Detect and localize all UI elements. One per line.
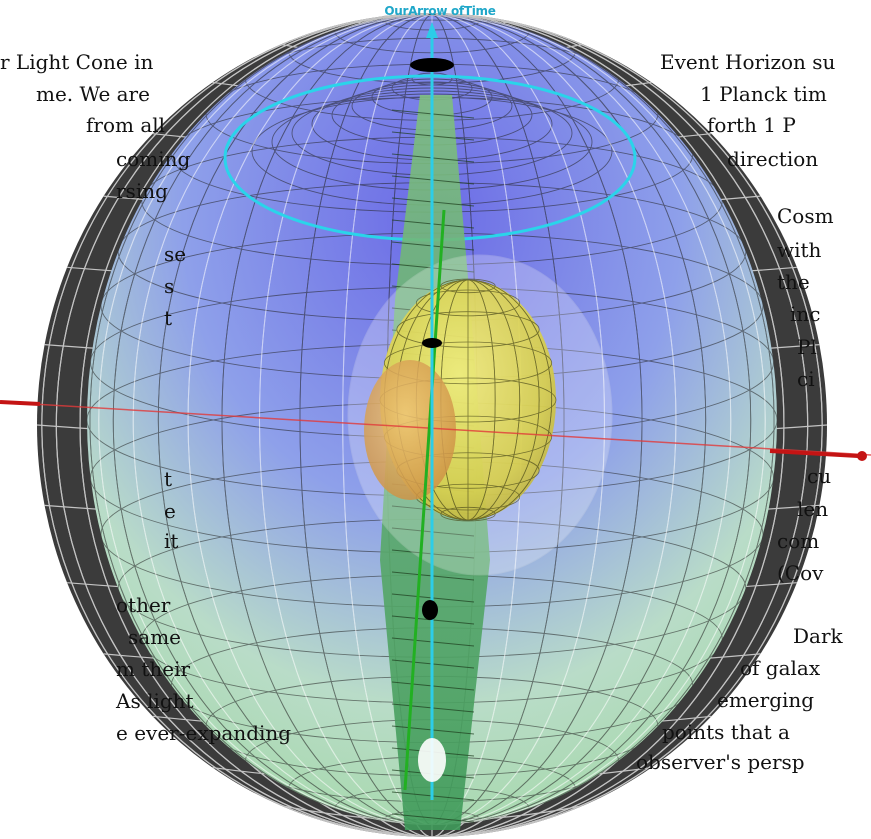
right-text-line-11: cu	[807, 464, 832, 488]
right-text-line-10: ci	[797, 367, 815, 391]
right-text-line-15: Dark	[793, 624, 843, 648]
right-text-line-3: forth 1 P	[707, 113, 796, 137]
green-axis	[403, 209, 446, 791]
right-text-line-7: the	[777, 270, 810, 294]
right-text-line-9: Pl	[797, 335, 817, 359]
core-pole	[422, 338, 442, 348]
right-text-line-17: emerging	[717, 688, 815, 712]
red-axis	[0, 401, 871, 456]
top-pole	[410, 58, 454, 72]
right-text-line-8: inc	[790, 302, 821, 326]
left-text-line-15: As light	[116, 689, 194, 713]
left-text-line-9: t	[164, 467, 173, 491]
right-text-line-4: direction	[727, 147, 819, 171]
left-text-line-7: s	[164, 274, 175, 298]
arrow-of-time-label: OurArrow ofTime	[384, 4, 496, 18]
left-text-line-2: me. We are	[36, 82, 150, 106]
left-text-line-8: t	[164, 306, 173, 330]
right-text-line-2: 1 Planck tim	[700, 82, 827, 106]
right-text-line-18: points that a	[662, 720, 790, 744]
right-text-line-1: Event Horizon su	[660, 50, 836, 74]
left-text-line-1: r Light Cone in	[0, 50, 154, 74]
right-text-line-13: com	[777, 529, 820, 553]
white-flare	[418, 738, 446, 782]
time-arrowhead	[426, 22, 438, 38]
right-text-line-6: with	[777, 238, 822, 262]
right-text-line-5: Cosm	[777, 204, 834, 228]
right-text-line-12: len	[797, 497, 829, 521]
left-text-line-16: e ever-expanding	[116, 721, 292, 745]
left-text-line-6: se	[164, 242, 187, 266]
left-text-line-11: it	[164, 529, 179, 553]
left-text-line-12: other	[116, 593, 171, 617]
right-text-line-16: of galax	[740, 656, 821, 680]
orange-core	[364, 360, 456, 500]
left-text-line-13: same	[128, 625, 181, 649]
left-text-line-5: rsing	[116, 179, 168, 203]
left-text-line-3: from all	[86, 113, 166, 137]
bottom-pole	[422, 600, 438, 620]
right-text-line-19: observer's persp	[636, 750, 805, 774]
left-text-line-14: m their	[116, 657, 191, 681]
left-text-line-10: e	[164, 499, 176, 523]
left-text-line-4: coming	[116, 147, 191, 171]
right-text-line-14: (Cov	[777, 561, 824, 585]
